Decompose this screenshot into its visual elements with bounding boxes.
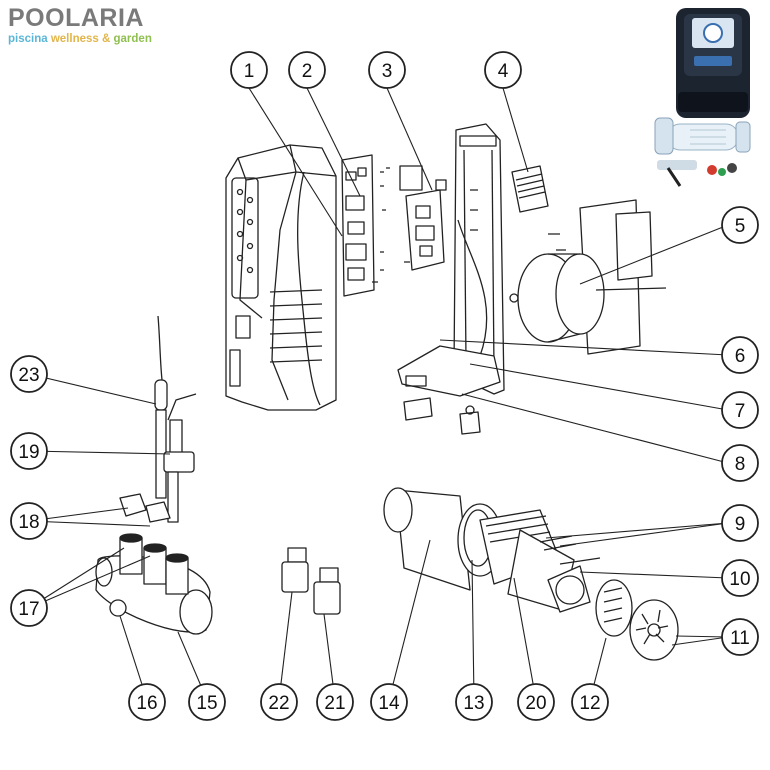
- callout-23: 23: [10, 355, 48, 393]
- grill-part: [511, 165, 549, 213]
- callout-11: 11: [721, 618, 759, 656]
- callout-1: 1: [230, 51, 268, 89]
- svg-text:13: 13: [463, 693, 484, 714]
- front-cover-part: [225, 144, 337, 411]
- probes-part: [154, 315, 197, 523]
- callout-4: 4: [484, 51, 522, 89]
- svg-text:2: 2: [302, 61, 313, 82]
- callout-16: 16: [128, 683, 166, 721]
- svg-text:11: 11: [730, 628, 750, 649]
- svg-text:18: 18: [18, 512, 39, 533]
- circuit-board-part: [341, 154, 386, 297]
- svg-text:20: 20: [525, 693, 546, 714]
- callout-10: 10: [721, 559, 759, 597]
- logo-wordmark: POOLARIA: [8, 4, 144, 32]
- svg-text:6: 6: [735, 346, 746, 367]
- callout-13: 13: [455, 683, 493, 721]
- callout-21: 21: [316, 683, 354, 721]
- svg-text:17: 17: [18, 599, 39, 620]
- tagline-piscina: piscina: [8, 33, 48, 45]
- product-photo: [654, 8, 751, 187]
- callout-8: 8: [721, 444, 759, 482]
- back-housing-part: [397, 123, 505, 435]
- callout-17: 17: [10, 589, 48, 627]
- svg-text:4: 4: [498, 61, 509, 82]
- svg-text:19: 19: [18, 442, 39, 463]
- tagline-wellness: wellness: [50, 33, 99, 45]
- svg-text:12: 12: [579, 693, 600, 714]
- callout-18: 18: [10, 502, 48, 540]
- callout-20: 20: [517, 683, 555, 721]
- callout-15: 15: [188, 683, 226, 721]
- svg-text:14: 14: [378, 693, 400, 714]
- fittings-part: [281, 547, 341, 615]
- poolaria-logo: POOLARIA piscina wellness & garden: [8, 4, 168, 54]
- svg-text:5: 5: [735, 216, 746, 237]
- callout-2: 2: [288, 51, 326, 89]
- callout-14: 14: [370, 683, 408, 721]
- callout-6: 6: [721, 336, 759, 374]
- svg-text:23: 23: [18, 365, 39, 386]
- tagline-garden: garden: [113, 33, 152, 45]
- svg-text:16: 16: [136, 693, 157, 714]
- callout-22: 22: [260, 683, 298, 721]
- logo-tagline: piscina wellness & garden: [8, 32, 168, 46]
- svg-text:8: 8: [735, 454, 746, 475]
- manifold-part: [95, 493, 213, 635]
- svg-text:1: 1: [244, 61, 255, 82]
- svg-text:15: 15: [196, 693, 217, 714]
- callout-7: 7: [721, 391, 759, 429]
- tagline-amp: &: [102, 33, 111, 45]
- svg-text:22: 22: [268, 693, 289, 714]
- leader-lines: [28, 87, 729, 701]
- callout-9: 9: [721, 504, 759, 542]
- svg-text:7: 7: [735, 401, 746, 422]
- power-board-part: [386, 165, 447, 271]
- callout-12: 12: [571, 683, 609, 721]
- svg-text:9: 9: [735, 514, 746, 535]
- svg-text:21: 21: [324, 693, 345, 714]
- electrolysis-cell-part: [383, 487, 679, 661]
- svg-text:3: 3: [382, 61, 393, 82]
- svg-text:10: 10: [729, 569, 750, 590]
- callout-3: 3: [368, 51, 406, 89]
- callout-19: 19: [10, 432, 48, 470]
- transformer-part: [509, 199, 667, 355]
- callout-5: 5: [721, 206, 759, 244]
